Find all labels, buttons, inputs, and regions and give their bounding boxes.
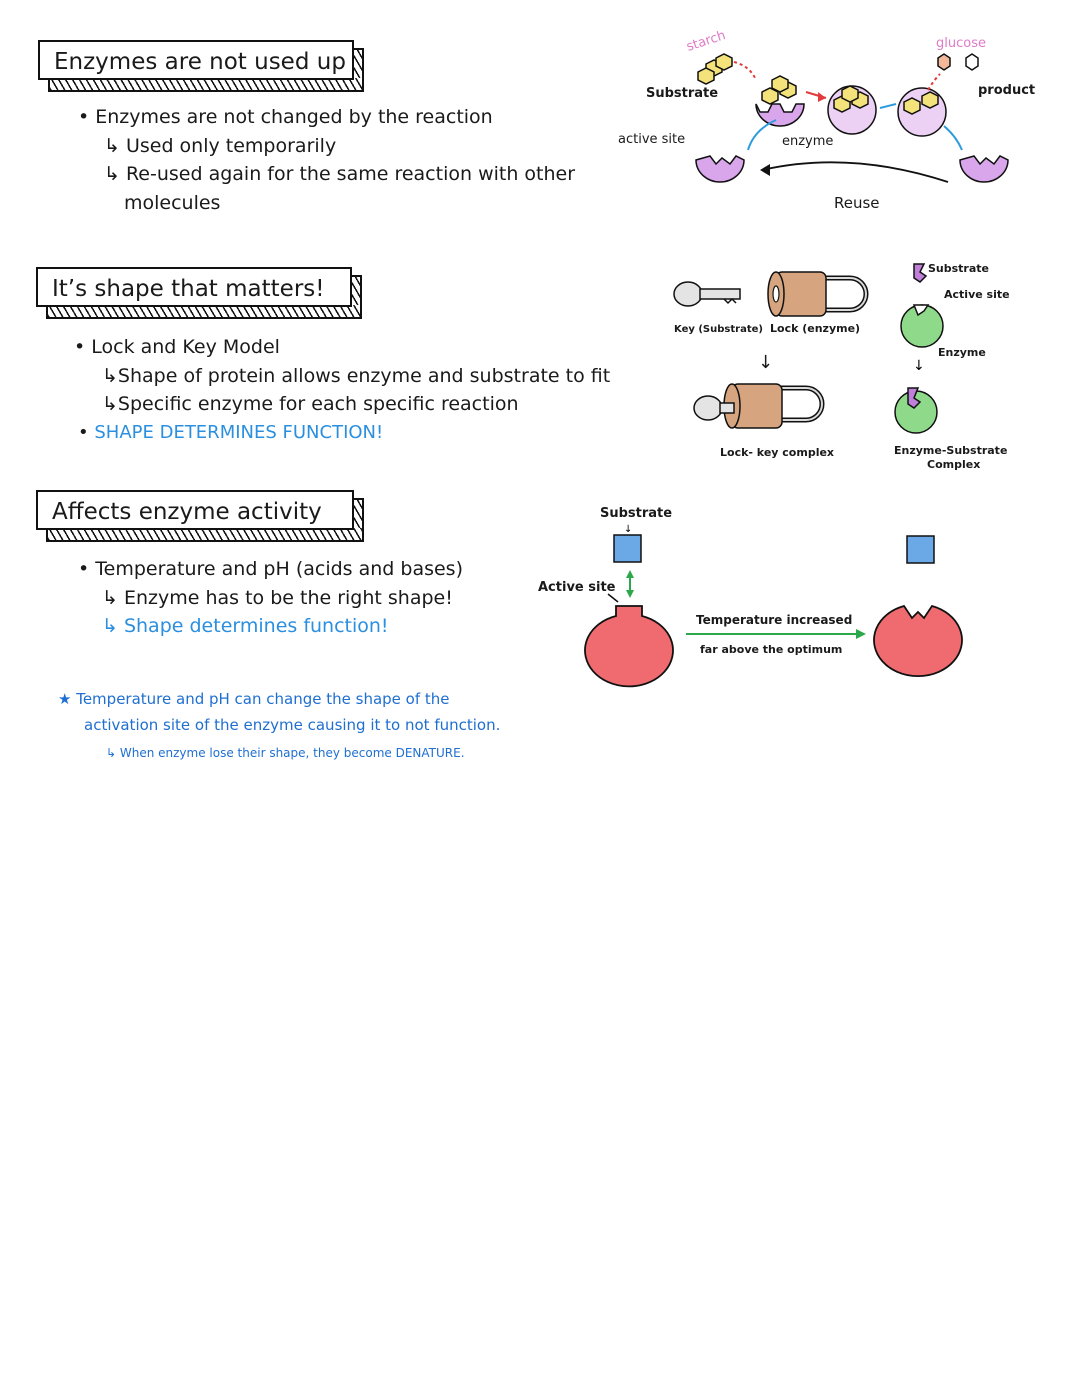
red-arrow-icon bbox=[927, 73, 941, 91]
key-icon bbox=[673, 281, 741, 307]
sub-item: ↳ Re-used again for the same reaction wi… bbox=[104, 163, 576, 185]
starch-molecule-icon bbox=[697, 53, 733, 85]
green-enzyme-icon bbox=[900, 304, 944, 348]
lock-key-complex-icon bbox=[693, 383, 825, 429]
blue-arrow-icon bbox=[879, 103, 897, 109]
active-site-label: Active site bbox=[944, 288, 1010, 301]
title-box-shadow-bottom bbox=[48, 78, 364, 92]
sub-item: ↳Specific enzyme for each specific react… bbox=[102, 393, 519, 415]
substrate-square-icon bbox=[906, 535, 935, 564]
reuse-label: Reuse bbox=[834, 194, 880, 212]
bullet-item: • Enzymes are not changed by the reactio… bbox=[78, 106, 493, 128]
product-label: product bbox=[978, 83, 1036, 98]
bullet-text: SHAPE DETERMINES FUNCTION! bbox=[94, 422, 384, 443]
key-substrate-label: Key (Substrate) bbox=[674, 324, 763, 335]
lock-key-complex-label: Lock- key complex bbox=[720, 446, 835, 459]
title-box-shadow-bottom bbox=[46, 528, 364, 542]
glucose-label: glucose bbox=[936, 36, 986, 51]
enzyme-label: enzyme bbox=[782, 134, 834, 149]
lock-key-drawing: ↓ bbox=[673, 263, 944, 434]
substrate-icon bbox=[913, 263, 928, 283]
substrate-square-icon bbox=[613, 534, 642, 563]
bullet-item: • Lock and Key Model bbox=[74, 336, 280, 358]
enzyme-substrate-icon-1 bbox=[755, 75, 805, 127]
glucose-molecule-icon bbox=[965, 53, 979, 71]
enzyme-substrate-icon-2 bbox=[827, 85, 877, 135]
lock-enzyme-label: Lock (enzyme) bbox=[770, 322, 861, 335]
enzyme-reuse-drawing bbox=[695, 53, 1009, 183]
substrate-label: Substrate bbox=[646, 86, 719, 101]
temperature-increased-label: Temperature increased bbox=[696, 613, 853, 627]
glucose-molecule-icon bbox=[937, 53, 951, 71]
enzyme-product-icon bbox=[897, 87, 947, 137]
active-site-label: active site bbox=[618, 132, 686, 147]
red-arrow-icon bbox=[733, 61, 757, 81]
sub-item-text: ↳ Shape determines function! bbox=[102, 615, 389, 637]
substrate-label: Substrate bbox=[600, 506, 673, 521]
sub-item: ↳ Enzyme has to be the right shape! bbox=[102, 587, 453, 609]
above-optimum-label: far above the optimum bbox=[700, 643, 843, 656]
bullet-text: Enzymes are not changed by the reaction bbox=[95, 106, 493, 128]
bullet-text: Temperature and pH (acids and bases) bbox=[95, 558, 463, 580]
down-arrow-icon: ↓ bbox=[913, 358, 925, 374]
denature-note-line-1: ★ Temperature and pH can change the shap… bbox=[58, 690, 450, 708]
sub-item-highlight: ↳ Shape determines function! bbox=[102, 615, 389, 637]
bullet-item-highlight: • SHAPE DETERMINES FUNCTION! bbox=[78, 422, 384, 443]
small-down-arrow-icon: ↓ bbox=[624, 524, 632, 535]
section-title: It’s shape that matters! bbox=[36, 267, 352, 307]
denaturation-drawing: ↓ bbox=[584, 524, 963, 688]
sub-item: ↳Shape of protein allows enzyme and subs… bbox=[102, 365, 611, 387]
section-title: Affects enzyme activity bbox=[36, 490, 354, 530]
enzyme-substrate-complex-label-2: Complex bbox=[927, 458, 981, 471]
enzyme-substrate-complex-icon bbox=[894, 387, 938, 434]
red-arrowhead-icon bbox=[818, 92, 826, 102]
reuse-arrowhead-icon bbox=[760, 164, 770, 176]
sub-item-continued: molecules bbox=[124, 192, 221, 214]
active-site-label: Active site bbox=[538, 580, 616, 595]
denatured-enzyme-icon bbox=[873, 604, 963, 677]
section-title: Enzymes are not used up bbox=[38, 40, 354, 80]
enzyme-substrate-complex-label-1: Enzyme-Substrate bbox=[894, 444, 1008, 457]
free-enzyme-icon bbox=[959, 155, 1009, 183]
red-enzyme-icon bbox=[584, 605, 674, 688]
down-arrow: ↓ bbox=[758, 352, 774, 373]
reuse-arrow-icon bbox=[761, 161, 949, 183]
enzyme-label: Enzyme bbox=[938, 346, 986, 359]
substrate-label: Substrate bbox=[928, 262, 989, 275]
blue-arrow-icon bbox=[747, 119, 777, 151]
sub-item: ↳ Used only temporarily bbox=[104, 135, 337, 157]
active-site-pointer-icon bbox=[607, 593, 619, 603]
bullet-item: • Temperature and pH (acids and bases) bbox=[78, 558, 463, 580]
denature-note-line-3: ↳ When enzyme lose their shape, they bec… bbox=[106, 746, 465, 760]
free-enzyme-icon bbox=[695, 155, 745, 183]
lock-icon bbox=[767, 271, 869, 317]
bullet-text: Lock and Key Model bbox=[91, 336, 280, 358]
denature-note-line-2: activation site of the enzyme causing it… bbox=[84, 716, 501, 734]
blue-arrow-icon bbox=[943, 125, 963, 151]
title-box-shadow-bottom bbox=[46, 305, 362, 319]
